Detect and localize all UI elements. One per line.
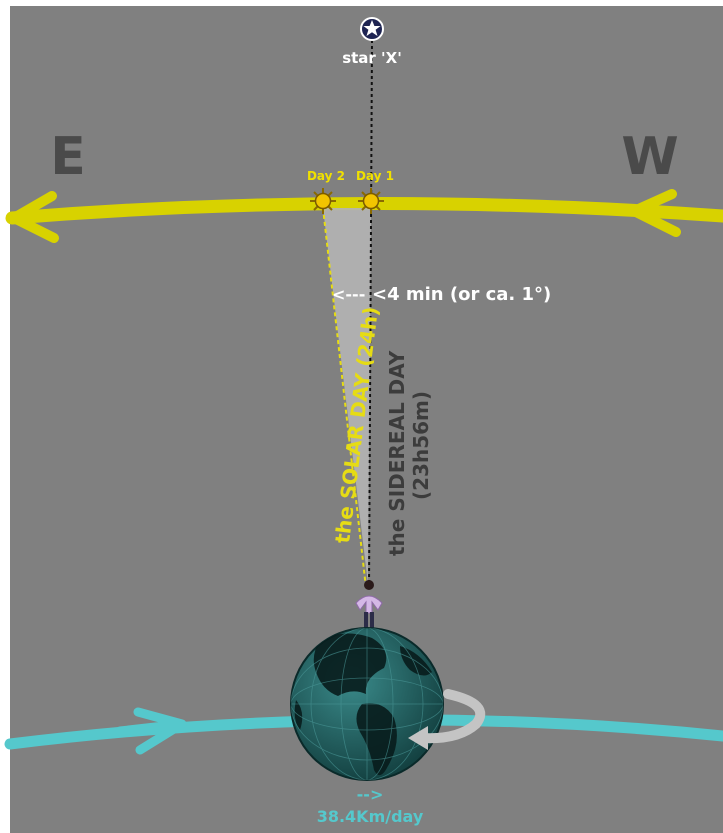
sidereal-day-label-line2: (23h56m) [409, 391, 433, 500]
orbit-direction-arrow: --> [357, 785, 384, 804]
observer-person-icon [355, 580, 383, 630]
sun-icon [358, 188, 384, 214]
star-label: star 'X' [342, 49, 402, 67]
east-label: E [50, 127, 86, 187]
sun-path-left-arrowhead-icon [9, 191, 59, 243]
sun-icon [310, 188, 336, 214]
sun-path-right-arrowhead-icon [629, 189, 681, 237]
sidereal-line [368, 39, 373, 591]
west-label: W [621, 127, 678, 187]
orbit-speed-label: 38.4Km/day [317, 807, 424, 826]
day2-label: Day 2 [307, 169, 345, 183]
star-icon [360, 17, 384, 41]
difference-label: <4 min (or ca. 1°) [372, 284, 551, 305]
earth-globe-icon [290, 627, 444, 781]
solar-line [322, 207, 367, 589]
day1-label: Day 1 [356, 169, 394, 183]
difference-arrow: <--- [332, 285, 365, 304]
orbit-arrowhead-icon [115, 707, 187, 755]
rotation-arrow-icon [408, 689, 486, 750]
sidereal-day-label-line1: the SIDEREAL DAY [385, 350, 409, 556]
angle-wedge [323, 208, 371, 584]
